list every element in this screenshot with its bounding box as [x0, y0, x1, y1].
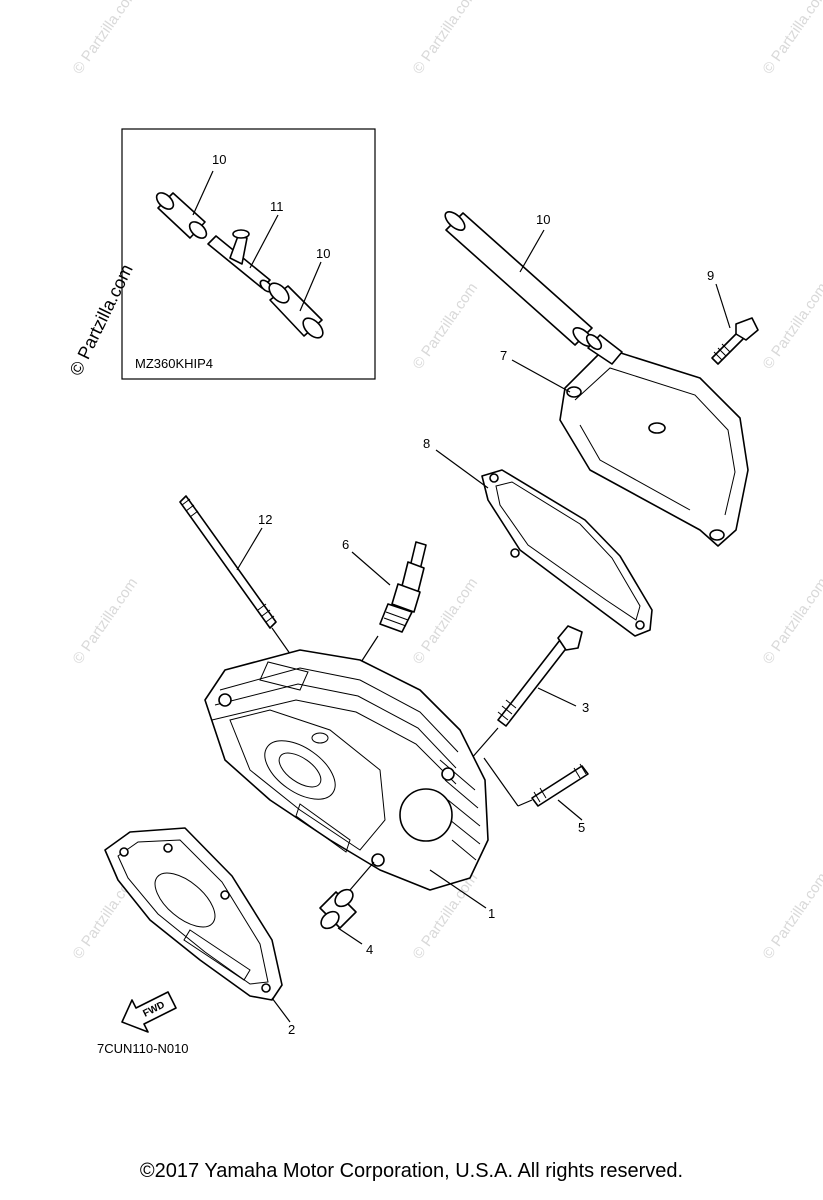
- inset-box: 10 11 10 MZ360KHIP4 © Partzilla.com: [66, 128, 376, 380]
- watermark: © Partzilla.com: [69, 575, 141, 668]
- callout-1: 1: [488, 906, 495, 921]
- bolt-3: [497, 625, 583, 727]
- watermark: © Partzilla.com: [409, 280, 481, 373]
- callout-2: 2: [288, 1022, 295, 1037]
- callout-5: 5: [578, 820, 585, 835]
- callout-6: 6: [342, 537, 349, 552]
- watermark: © Partzilla.com: [69, 0, 141, 77]
- copyright-notice: ©2017 Yamaha Motor Corporation, U.S.A. A…: [139, 1160, 684, 1182]
- callout-12: 12: [258, 512, 272, 527]
- inset-callout-10-top: 10: [212, 152, 226, 167]
- inset-callout-11: 11: [270, 199, 284, 214]
- stud-5: [531, 763, 589, 807]
- watermark: © Partzilla.com: [759, 280, 823, 373]
- fwd-arrow-icon: FWD: [121, 991, 177, 1033]
- dowel-4: [319, 888, 357, 930]
- watermark: © Partzilla.com: [409, 575, 481, 668]
- spark-plug-6: [379, 541, 427, 633]
- inset-code: MZ360KHIP4: [135, 356, 213, 371]
- bolt-9: [711, 317, 759, 365]
- inset-hose-right: [268, 282, 324, 339]
- inset-tee-fitting: [207, 229, 273, 293]
- watermark: © Partzilla.com: [759, 0, 823, 77]
- callout-4: 4: [366, 942, 373, 957]
- diagram-code: 7CUN110-N010: [97, 1041, 189, 1056]
- inset-watermark: © Partzilla.com: [66, 261, 137, 379]
- cover-7: [559, 333, 749, 547]
- watermark: © Partzilla.com: [759, 575, 823, 668]
- callout-10: 10: [536, 212, 550, 227]
- callout-8: 8: [423, 436, 430, 451]
- watermark: © Partzilla.com: [759, 870, 823, 963]
- watermark: © Partzilla.com: [409, 0, 481, 77]
- cylinder-head-1: [204, 649, 489, 891]
- stud-12: [179, 495, 277, 629]
- hose-10: [444, 211, 594, 347]
- gasket-8: [481, 469, 653, 637]
- callout-7: 7: [500, 348, 507, 363]
- inset-callout-10-right: 10: [316, 246, 330, 261]
- gasket-2: [104, 827, 283, 1001]
- callout-3: 3: [582, 700, 589, 715]
- inset-hose-top: [155, 192, 208, 239]
- callout-9: 9: [707, 268, 714, 283]
